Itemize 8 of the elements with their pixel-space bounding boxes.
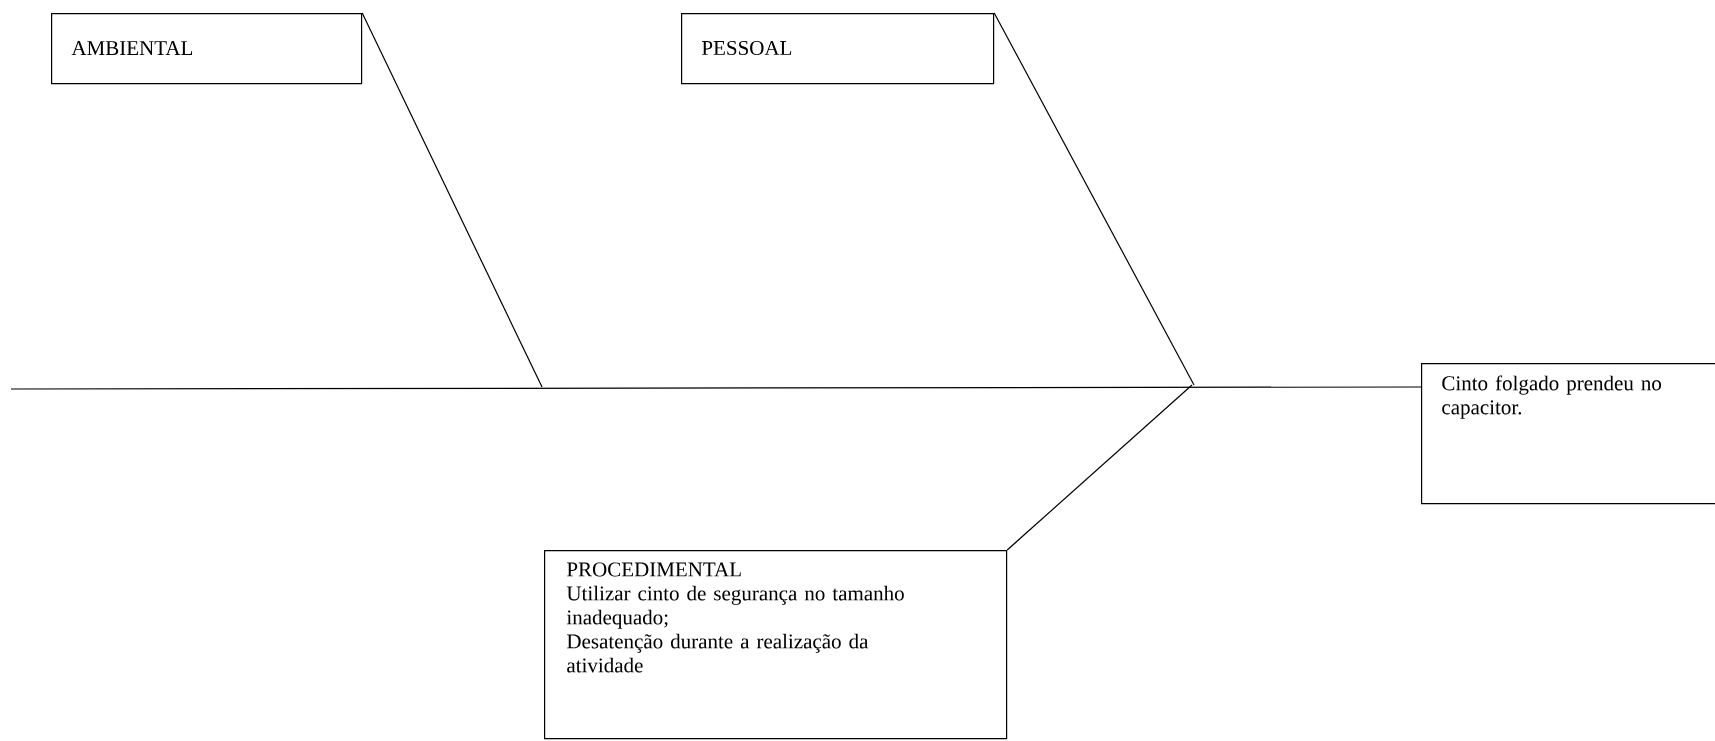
bone-line (361, 12, 543, 388)
category-box: PROCEDIMENTAL Utilizar cinto de segurança no tamanho inadequado; Desatenção durante a realização da atividade (544, 550, 1008, 740)
effect-box: Cinto folgado prendeu no capacitor. (1421, 363, 1715, 505)
category-box: AMBIENTAL (51, 13, 363, 85)
category-box: PESSOAL (681, 13, 995, 85)
bone-line (993, 12, 1195, 386)
bone-line (1006, 384, 1193, 551)
spine-line (10, 386, 1422, 390)
